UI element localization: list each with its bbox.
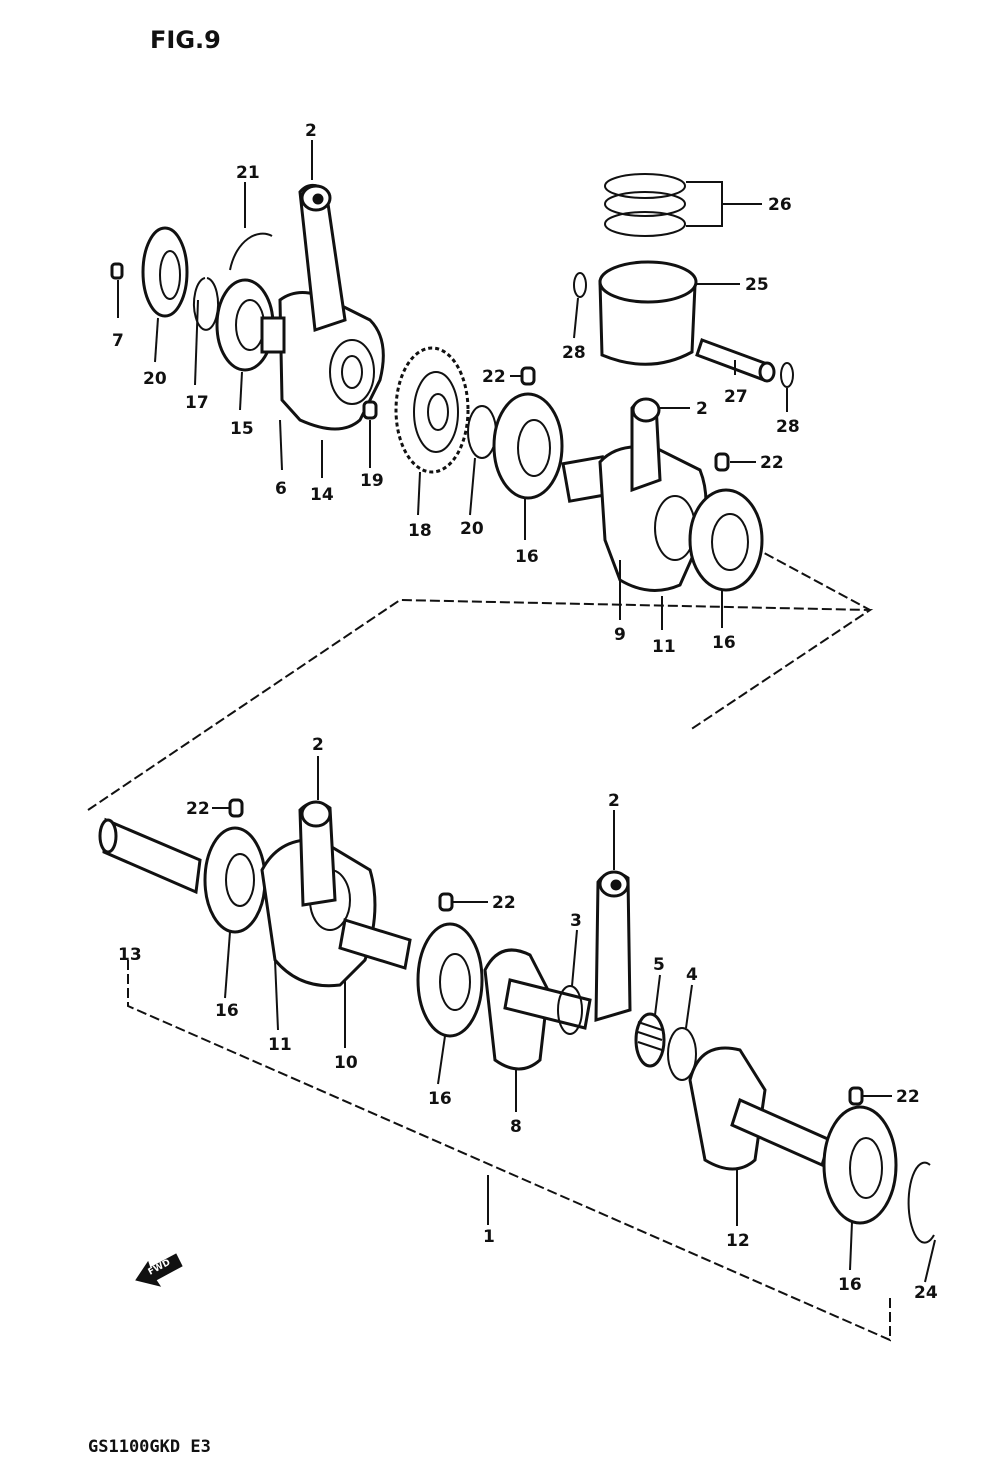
part-label: 26	[768, 195, 792, 215]
part-label: 16	[515, 547, 539, 567]
part-label: 3	[570, 911, 582, 931]
bushing-part	[228, 798, 244, 818]
part-label: 22	[760, 453, 784, 473]
part-label: 19	[360, 471, 384, 491]
gear-part	[394, 346, 470, 474]
part-label: 22	[896, 1087, 920, 1107]
dowel-pin-part	[362, 400, 378, 420]
crankshaft-end-part	[98, 817, 202, 895]
bushing-part	[714, 452, 730, 472]
wire-clip-part	[229, 232, 273, 271]
main-bearing-part	[416, 922, 484, 1038]
assembly-outline	[87, 598, 874, 811]
part-label: 16	[712, 633, 736, 653]
part-label: 2	[608, 791, 620, 811]
part-label: 24	[914, 1283, 938, 1303]
circlip-part	[193, 277, 219, 331]
leader-lines	[117, 140, 936, 1283]
circlip-part	[573, 272, 587, 298]
part-label: 16	[838, 1275, 862, 1295]
circlip-part	[780, 362, 794, 388]
part-label: 5	[653, 955, 665, 975]
bushing-part	[848, 1086, 864, 1106]
part-number-labels: 2 21 7 20 17 15 6 14 19 18 20 16 9 11 16…	[112, 121, 938, 1303]
part-label: 17	[185, 393, 209, 413]
washer-part	[667, 1027, 697, 1081]
part-label: 6	[275, 479, 287, 499]
piston-part	[598, 260, 698, 366]
bushing-part	[520, 366, 536, 386]
fwd-arrow-icon: FWD	[135, 1253, 183, 1287]
part-label: 9	[614, 625, 626, 645]
part-label: 2	[305, 121, 317, 141]
needle-bearing-part	[634, 1012, 666, 1068]
part-label: 16	[428, 1089, 452, 1109]
figure-title: FIG.9	[150, 26, 221, 54]
part-label: 11	[268, 1035, 292, 1055]
part-label: 4	[686, 965, 698, 985]
connecting-rod-part	[298, 800, 337, 907]
crank-web-part	[688, 1046, 832, 1171]
part-label: 2	[312, 735, 324, 755]
connecting-rod-part	[630, 397, 662, 493]
part-label: 28	[562, 343, 586, 363]
connecting-rod-part	[594, 870, 632, 1023]
washer-part	[557, 985, 583, 1035]
part-label: 11	[652, 637, 676, 657]
part-label: 27	[724, 387, 748, 407]
part-label: 28	[776, 417, 800, 437]
part-label: 13	[118, 945, 142, 965]
crank-web-part	[483, 948, 592, 1071]
piston-rings-part	[604, 173, 686, 237]
connecting-rod-part	[298, 184, 347, 333]
part-label: 21	[236, 163, 260, 183]
part-label: 10	[334, 1053, 358, 1073]
part-label: 18	[408, 521, 432, 541]
part-label: 8	[510, 1117, 522, 1137]
main-bearing-part	[688, 488, 764, 592]
part-label: 14	[310, 485, 334, 505]
pin-part	[110, 262, 124, 280]
main-bearing-part	[203, 826, 267, 934]
piston-pin-part	[695, 338, 776, 383]
part-label: 22	[492, 893, 516, 913]
part-label: 7	[112, 331, 124, 351]
main-bearing-part	[492, 392, 564, 500]
part-label: 15	[230, 419, 254, 439]
model-code: GS1100GKD E3	[88, 1437, 211, 1457]
part-label: 20	[460, 519, 484, 539]
bushing-part	[438, 892, 454, 912]
shim-part	[467, 405, 497, 459]
main-bearing-part	[822, 1105, 898, 1225]
part-label: 25	[745, 275, 769, 295]
part-label: 16	[215, 1001, 239, 1021]
assembly-bracket	[127, 960, 891, 1342]
part-label: 12	[726, 1231, 750, 1251]
crank-web-part	[260, 291, 385, 431]
part-label: 22	[482, 367, 506, 387]
part-label: 20	[143, 369, 167, 389]
part-label: 1	[483, 1227, 495, 1247]
crank-web-part	[260, 838, 412, 988]
oil-seal-part	[141, 226, 189, 318]
oil-seal-part	[907, 1161, 935, 1244]
part-label: 22	[186, 799, 210, 819]
part-label: 2	[696, 399, 708, 419]
